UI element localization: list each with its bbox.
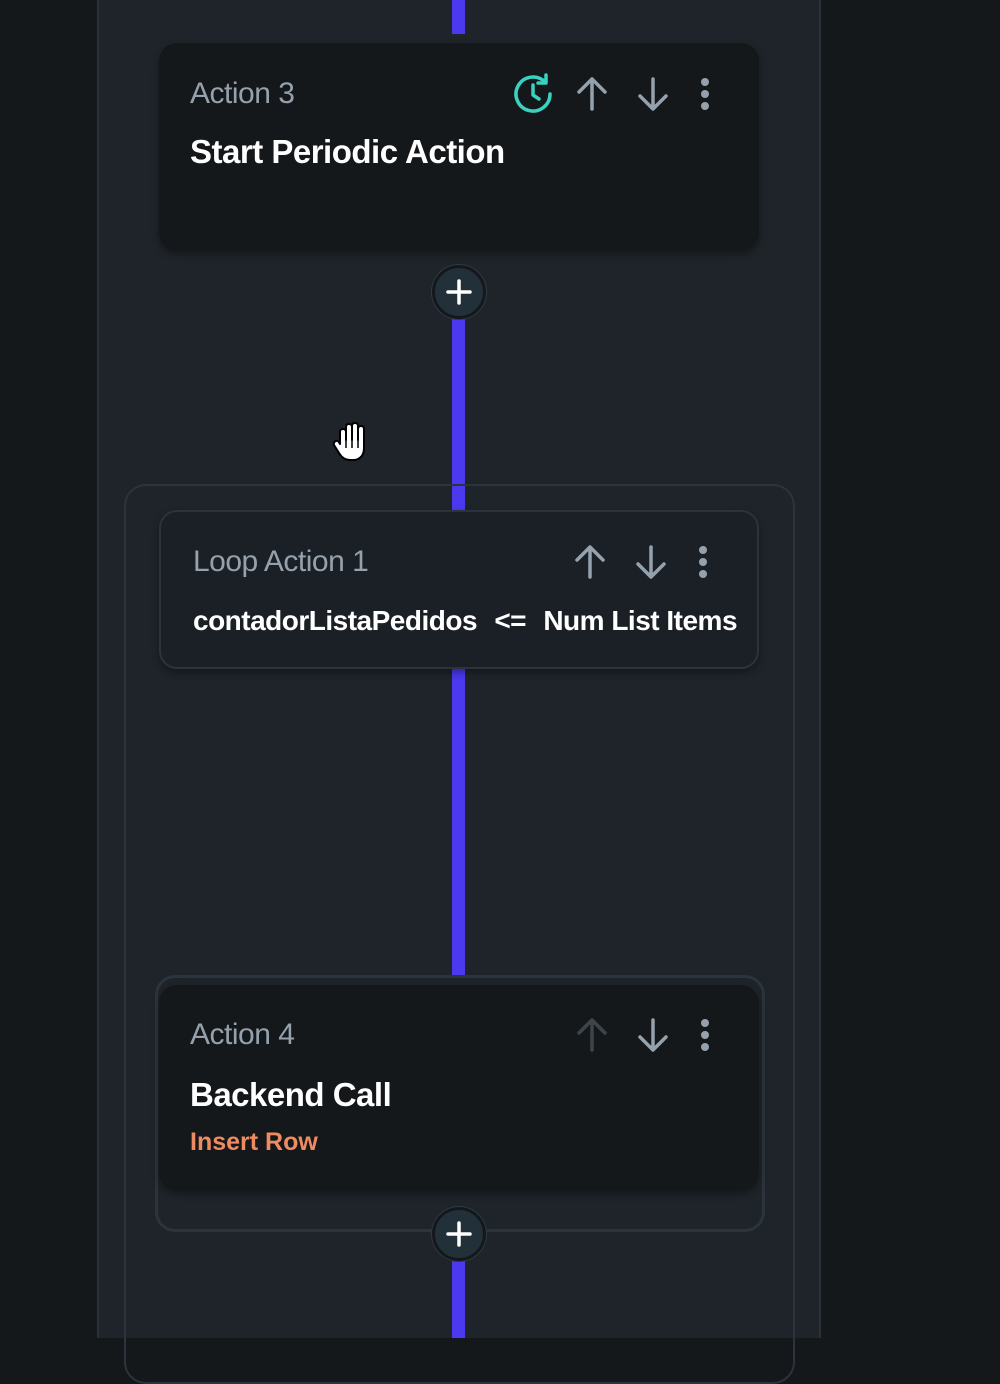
action-card-3[interactable]: Action 3 Start Periodic Action (159, 43, 759, 250)
grab-hand-cursor-icon (328, 418, 376, 471)
arrow-down-icon[interactable] (631, 72, 675, 116)
add-action-button[interactable] (432, 265, 486, 319)
more-vert-icon[interactable] (681, 540, 725, 584)
more-vert-icon[interactable] (683, 72, 727, 116)
action-4-title: Backend Call (190, 1076, 392, 1113)
loop-action-card[interactable]: Loop Action 1 contadorListaPedidos <= Nu… (159, 510, 759, 669)
connector-line-to-loop (452, 318, 465, 510)
arrow-up-icon-disabled (570, 1013, 614, 1057)
arrow-up-icon[interactable] (570, 72, 614, 116)
loop-condition: contadorListaPedidos <= Num List Items (193, 605, 738, 637)
add-action-icon (446, 279, 472, 305)
connector-line-loop-body (452, 668, 465, 978)
action-4-subtitle: Insert Row (190, 1128, 318, 1156)
connector-line-top (452, 0, 465, 34)
add-action-button[interactable] (432, 1207, 486, 1261)
action-3-label: Action 3 (190, 77, 295, 110)
periodic-timer-icon[interactable] (511, 72, 555, 116)
loop-condition-variable: contadorListaPedidos (193, 605, 478, 636)
action-card-4[interactable]: Action 4 Backend Call Insert Row (159, 985, 759, 1190)
arrow-down-icon[interactable] (629, 540, 673, 584)
loop-action-label: Loop Action 1 (193, 545, 369, 578)
loop-condition-value: Num List Items (543, 605, 738, 636)
add-action-icon (446, 1221, 472, 1247)
loop-condition-operator: <= (494, 605, 527, 636)
action-3-title: Start Periodic Action (190, 133, 505, 170)
action-4-label: Action 4 (190, 1018, 295, 1051)
arrow-down-icon[interactable] (631, 1013, 675, 1057)
arrow-up-icon[interactable] (568, 540, 612, 584)
connector-line-bottom (452, 1258, 465, 1338)
more-vert-icon[interactable] (683, 1013, 727, 1057)
